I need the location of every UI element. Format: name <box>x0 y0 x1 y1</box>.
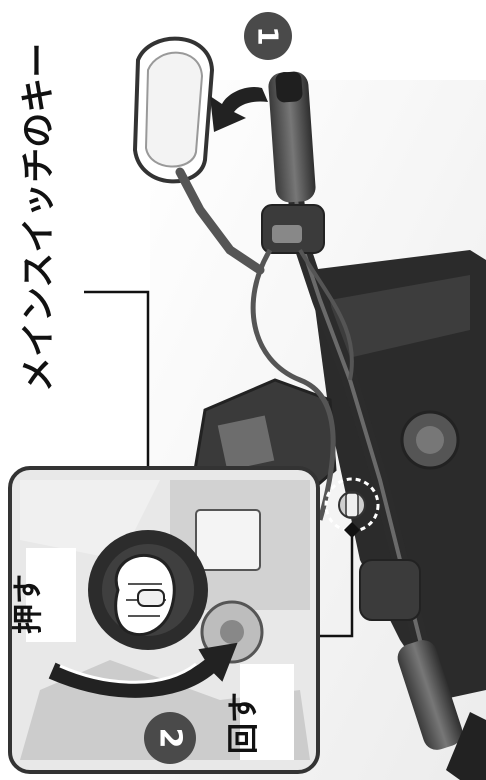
fuel-cap-center <box>416 426 444 454</box>
ignition-key-blade <box>345 492 359 518</box>
step-1-number: 1 <box>252 26 285 45</box>
cable-2 <box>298 248 354 381</box>
turn-label-box <box>240 664 294 760</box>
arrow-step-1 <box>210 86 268 132</box>
title-label: メインスイッチのキー <box>19 43 59 392</box>
inset-cover <box>195 509 261 571</box>
step-1-badge <box>244 12 292 60</box>
left-grip <box>397 640 463 750</box>
grip-end <box>275 71 303 103</box>
start-switch <box>272 225 302 243</box>
arrow-partial-bottom <box>446 712 486 780</box>
throttle-grip <box>268 71 316 203</box>
step-2-number: 2 <box>153 728 188 749</box>
push-label: 押す <box>11 574 46 634</box>
arrow-turn-outline <box>59 662 197 684</box>
cable-1 <box>250 248 336 521</box>
leader-line-ignition <box>318 530 354 638</box>
mirror-glass <box>144 51 204 168</box>
fairing <box>310 250 486 700</box>
inset-bolt-center <box>220 620 244 644</box>
step-2-badge <box>144 712 196 764</box>
turn-label: 回す <box>226 692 262 754</box>
fairing-top <box>330 275 470 360</box>
push-label-box <box>26 548 76 642</box>
leader-line-ignition-end <box>344 522 360 538</box>
meter-display <box>217 415 275 471</box>
key-grip-bump <box>137 589 165 607</box>
switch-housing-left <box>359 559 421 621</box>
inset-detail: 押す 回す 2 <box>8 466 320 774</box>
mirror-stem <box>175 167 265 275</box>
